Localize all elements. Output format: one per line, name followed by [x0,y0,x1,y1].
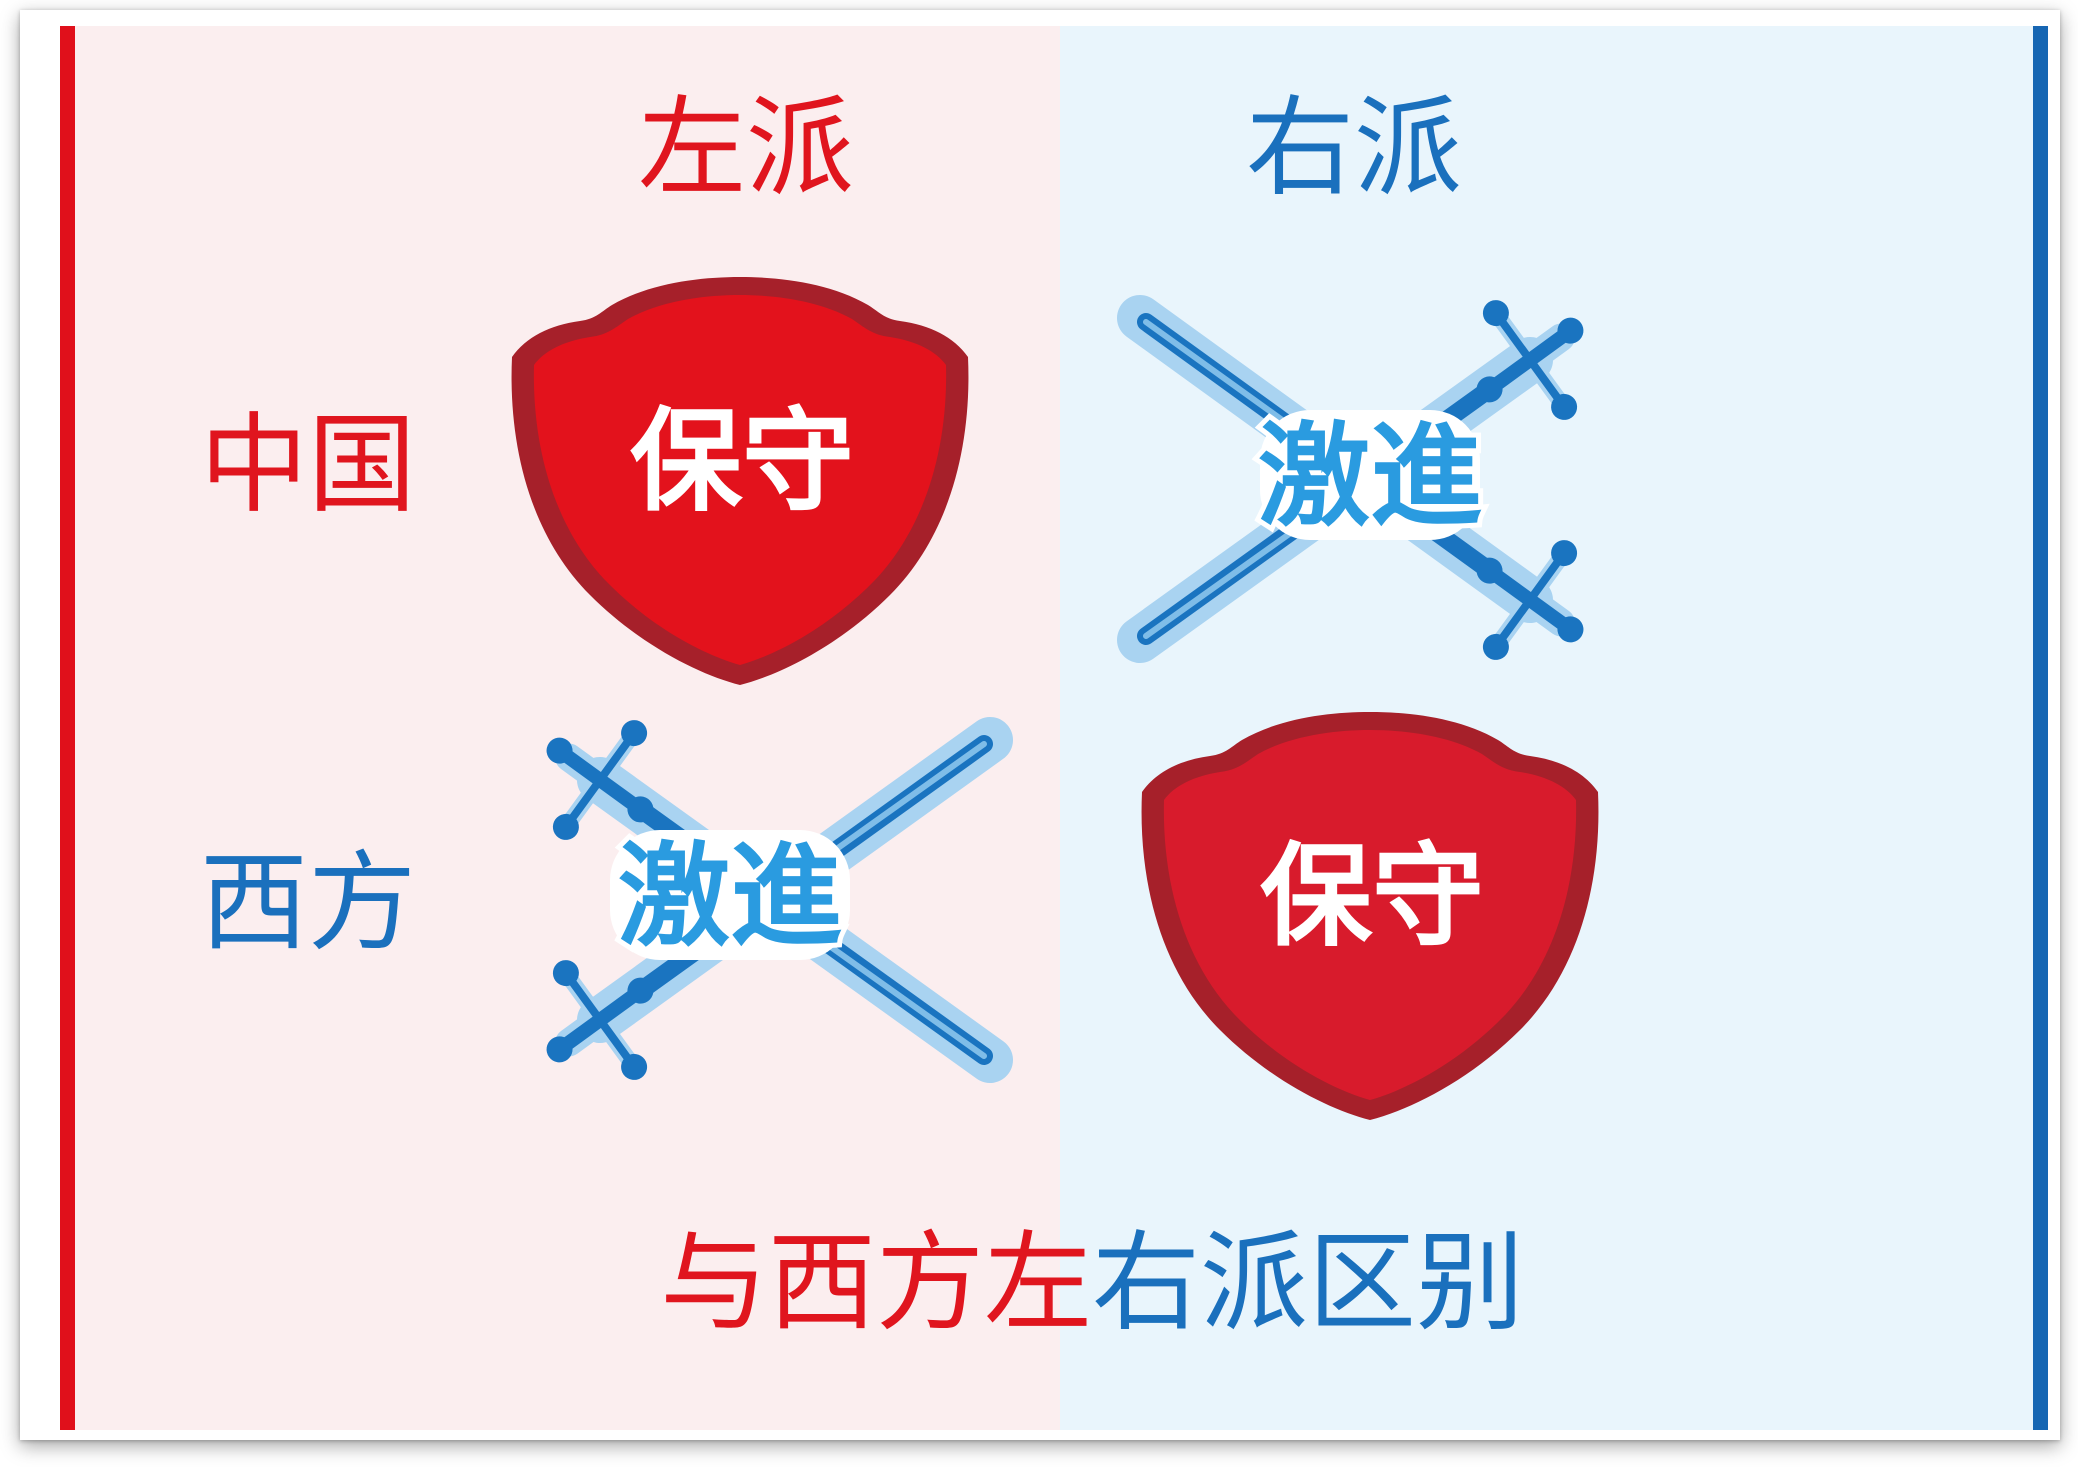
footer-caption: 与西方左右派区别 [660,1230,1524,1338]
swords-label: 激進 [618,832,842,962]
row-header-west: 西方 [200,841,417,966]
footer-caption-blue: 右派区别 [1092,1221,1525,1346]
right-accent-bar [2033,26,2048,1430]
crossed-swords-icon: 激進 [546,717,1013,1083]
footer-caption-red: 与西方左 [660,1221,1093,1346]
right-panel [1060,26,2037,1430]
shield-label: 保守 [1260,832,1484,962]
left-panel [60,26,1060,1430]
shield-label: 保守 [630,397,854,527]
crossed-swords-icon: 激進 [1117,295,1584,663]
left-accent-bar [60,26,75,1430]
shield-icon: 保守 [511,277,969,685]
row-header-china: 中国 [200,403,417,528]
shield-icon: 保守 [1141,712,1599,1120]
swords-label: 激進 [1258,412,1482,542]
column-header-left: 左派 [638,86,855,211]
column-header-right: 右派 [1246,86,1463,211]
